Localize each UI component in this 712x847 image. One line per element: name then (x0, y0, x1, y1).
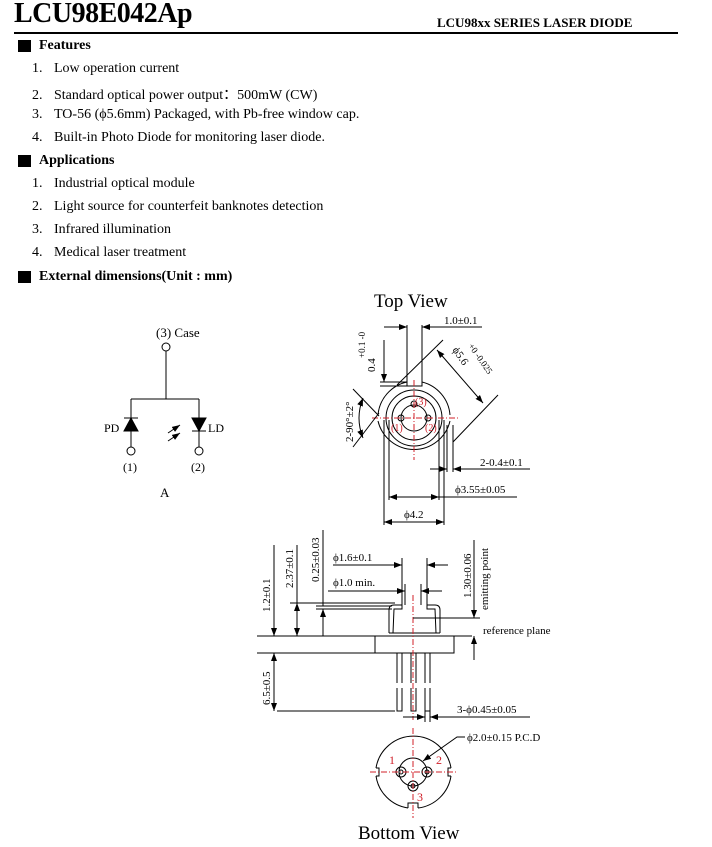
item-text: Medical laser treatment (54, 245, 187, 260)
dim-leads: 3-ϕ0.45±0.05 (457, 704, 517, 716)
side-view-drawing: 1.2±0.1 6.5±0.5 2.37±0.1 0.25±0.03 ϕ1.6±… (257, 530, 551, 722)
reference-plane-label: reference plane (483, 625, 551, 637)
item-number: 3. (32, 107, 43, 122)
dim-notch-width: 1.0±0.1 (444, 315, 478, 327)
pin3-label: (3) (415, 397, 427, 408)
dim-notch-depth: 0.4 (366, 358, 378, 372)
dim-3-55: ϕ3.55±0.05 (455, 484, 506, 496)
top-view-drawing: Top View (1) (2) (3) 1.0±0.1 0.4 +0.1 -0… (344, 291, 530, 525)
pin2-label: (2) (425, 423, 437, 434)
dim-1-2: 1.2±0.1 (261, 578, 273, 612)
dim-4-2: ϕ4.2 (404, 509, 424, 521)
item-text: Standard optical power output：500mW (CW) (54, 88, 318, 103)
laser-diode-icon (191, 417, 207, 433)
bullet-square-icon (18, 271, 31, 283)
dim-6-5: 6.5±0.5 (261, 671, 273, 705)
dim-angle: 2-90°±2° (344, 402, 356, 443)
dim-pcd: ϕ2.0±0.15 P.C.D (467, 732, 540, 744)
pin2-label: 2 (436, 753, 442, 767)
item-number: 3. (32, 222, 43, 237)
case-label: (3) Case (156, 325, 200, 340)
series-title: LCU98xx SERIES LASER DIODE (437, 15, 633, 30)
item-number: 4. (32, 130, 43, 145)
pd-label: PD (104, 421, 120, 435)
bottom-view-title: Bottom View (358, 823, 460, 844)
bullet-square-icon (18, 40, 31, 52)
header-rule (14, 32, 678, 34)
dim-notch-depth-tol: +0.1 -0 (357, 331, 367, 358)
pin3-label: 3 (417, 790, 423, 804)
dim-slot: 2-0.4±0.1 (480, 457, 523, 469)
pin1-label: (1) (123, 460, 137, 474)
item-number: 2. (32, 88, 43, 103)
photodiode-icon (123, 416, 139, 432)
top-view-title: Top View (374, 291, 448, 312)
list-item: 3. Infrared illumination (32, 222, 171, 238)
bottom-view-drawing: 1 2 3 ϕ2.0±0.15 P.C.D Bottom View (358, 728, 540, 844)
circuit-schematic: (3) Case PD LD (1) (2) A (104, 325, 224, 500)
item-text: Industrial optical module (54, 176, 195, 191)
dim-1-0: ϕ1.0 min. (333, 577, 375, 589)
item-number: 2. (32, 199, 43, 214)
list-item: 3. TO-56 (ϕ5.6mm) Packaged, with Pb-free … (32, 107, 359, 123)
item-number: 4. (32, 245, 43, 260)
list-item: 4. Built-in Photo Diode for monitoring la… (32, 130, 325, 146)
emitting-point-label: emitting point (479, 548, 491, 610)
dim-diameter-tol: +0 -0.025 (466, 341, 495, 376)
dim-2-37: 2.37±0.1 (284, 549, 296, 588)
part-number-title: LCU98E042Ap (14, 0, 193, 29)
ld-label: LD (208, 421, 224, 435)
bullet-square-icon (18, 155, 31, 167)
item-number: 1. (32, 176, 43, 191)
list-item: 2. Light source for counterfeit banknotes… (32, 199, 323, 215)
dim-1-6: ϕ1.6±0.1 (333, 552, 372, 564)
heading-text: Applications (39, 153, 115, 168)
list-item: 1. Low operation current (32, 61, 179, 77)
dimensions-heading: External dimensions(Unit : mm) (18, 269, 232, 285)
list-item: 1. Industrial optical module (32, 176, 195, 192)
item-text: Light source for counterfeit banknotes d… (54, 199, 324, 214)
list-item: 2. Standard optical power output：500mW (C… (32, 84, 317, 104)
item-text: Built-in Photo Diode for monitoring lase… (54, 130, 326, 145)
heading-text: External dimensions(Unit : mm) (39, 269, 233, 284)
schematic-label: A (160, 485, 170, 500)
item-text: Low operation current (54, 61, 180, 76)
item-text: TO-56 (ϕ5.6mm) Packaged, with Pb-free wi… (54, 107, 360, 122)
pin2-label: (2) (191, 460, 205, 474)
features-heading: Features (18, 38, 91, 54)
list-item: 4. Medical laser treatment (32, 245, 186, 261)
dim-1-30: 1.30±0.06 (462, 553, 474, 598)
dim-0-25: 0.25±0.03 (310, 537, 322, 582)
pin1-label: 1 (389, 753, 395, 767)
item-number: 1. (32, 61, 43, 76)
applications-heading: Applications (18, 153, 114, 169)
pin1-label: (1) (391, 423, 403, 434)
item-text: Infrared illumination (54, 222, 172, 237)
heading-text: Features (39, 38, 91, 53)
